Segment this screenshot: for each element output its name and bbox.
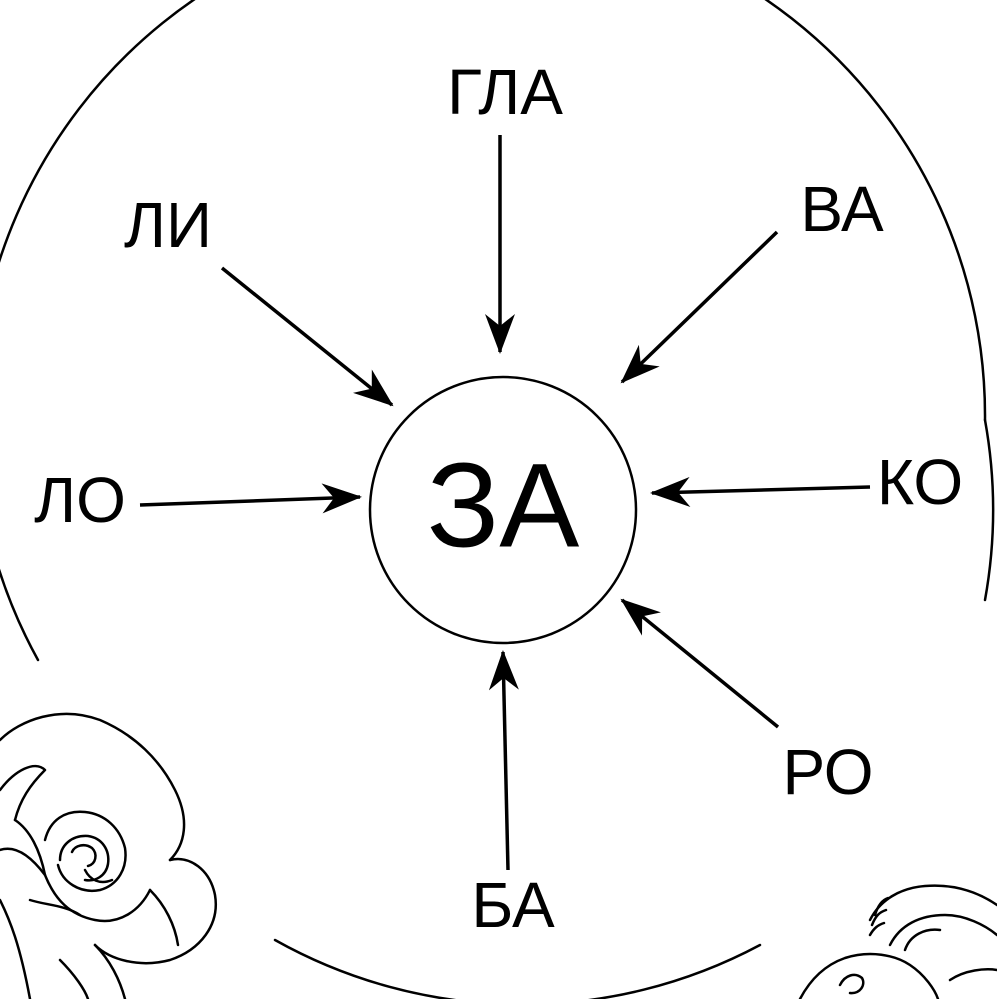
syllable-left: ЛО (34, 464, 126, 536)
outer-circle-bottom-arc (275, 940, 760, 999)
arrow-bottom-right (622, 600, 778, 727)
arrow-right (652, 487, 870, 493)
arrow-top-left (222, 268, 392, 405)
arrow-top-right (622, 232, 777, 382)
outer-circle-right-arc (985, 420, 993, 600)
syllable-top-right: ВА (800, 173, 884, 245)
rose-drawing (0, 714, 216, 999)
syllable-bottom-right: РО (782, 736, 873, 808)
syllable-bottom: БА (471, 869, 555, 941)
goat-drawing (800, 886, 997, 999)
center-syllable: ЗА (427, 439, 580, 573)
arrow-left (140, 497, 360, 505)
arrow-bottom (503, 652, 508, 870)
syllable-top-left: ЛИ (124, 189, 212, 261)
syllable-right: КО (877, 446, 963, 518)
syllable-top: ГЛА (447, 56, 563, 128)
